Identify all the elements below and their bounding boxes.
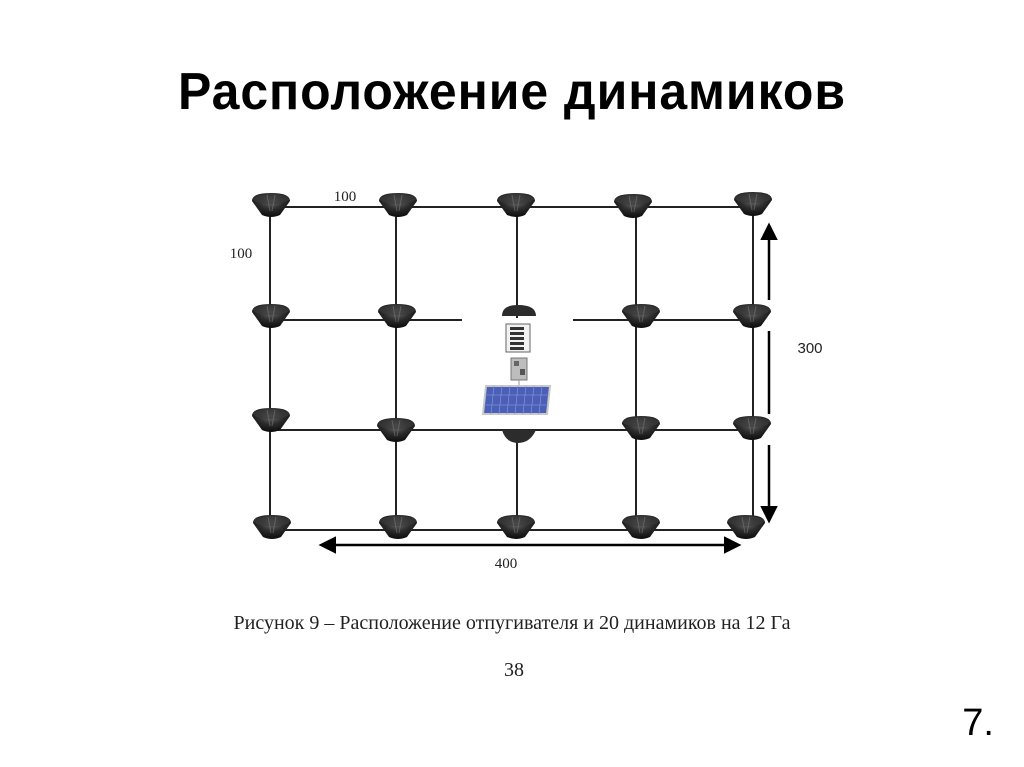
top-spacing-label: 100 — [334, 189, 357, 205]
repeller-device — [481, 305, 552, 443]
speaker-icon — [621, 303, 661, 329]
speaker-icon — [496, 514, 536, 540]
speaker-icon — [251, 407, 291, 433]
dimension-arrows — [318, 222, 778, 554]
speaker-icon — [733, 191, 773, 217]
speaker-icon — [252, 514, 292, 540]
slide-title: Расположение динамиков — [178, 63, 846, 121]
speaker-icon — [621, 514, 661, 540]
solar-panel-icon — [481, 385, 552, 415]
speaker-icon — [732, 303, 772, 329]
speaker-icon — [376, 417, 416, 443]
speaker-bottom-half-icon — [502, 430, 536, 443]
speaker-icon — [726, 514, 766, 540]
speaker-icon — [496, 192, 536, 218]
left-spacing-label: 100 — [230, 246, 253, 262]
control-board-icon — [510, 357, 528, 381]
speaker-icon — [613, 193, 653, 219]
speaker-top-half-icon — [502, 305, 536, 316]
speaker-icon — [377, 303, 417, 329]
page-number: 38 — [504, 659, 524, 681]
speaker-icon — [621, 415, 661, 441]
speaker-icon — [251, 192, 291, 218]
vertical-dimension-label: 300 — [797, 340, 822, 357]
speaker-icon — [732, 415, 772, 441]
figure-caption: Рисунок 9 – Расположение отпугивателя и … — [233, 612, 791, 634]
horizontal-dimension-label: 400 — [495, 556, 518, 572]
slide-number: 7. — [962, 702, 994, 744]
repeller-unit-icon — [505, 323, 531, 353]
grid-lines — [269, 206, 754, 531]
speaker-icon — [378, 192, 418, 218]
speaker-icon — [251, 303, 291, 329]
speaker-icon — [378, 514, 418, 540]
